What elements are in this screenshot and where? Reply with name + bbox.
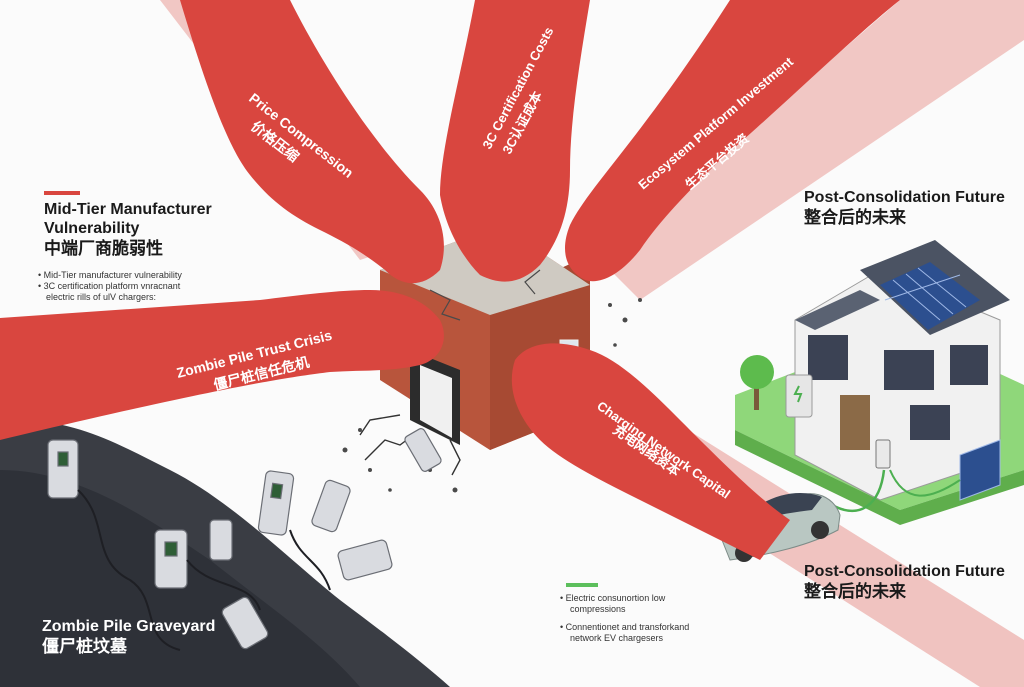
center-bottom-accent-bar [566,583,598,587]
ground-solar-panel [959,439,1001,501]
left-panel-accent-bar [44,191,80,195]
left-panel-title-cn: 中端厂商脆弱性 [44,239,163,258]
arm-ecosystem-platform [565,0,900,282]
graveyard-title: Zombie Pile Graveyard [42,618,216,635]
red-arms [0,0,900,560]
left-panel-title-line2: Vulnerability [44,220,140,237]
left-panel-title-line1: Mid-Tier Manufacturer [44,201,212,218]
band-top-right [600,0,1024,300]
right-bottom-title-cn: 整合后的未来 [804,582,906,601]
left-panel-bullet-2-cont: electric rills of ulV chargers: [46,292,157,302]
house [785,240,1010,501]
debris [342,298,642,493]
charging-cable [831,469,886,512]
graveyard-title-cn: 僵尸桩坟墓 [42,637,127,656]
solar-cable [889,469,961,497]
left-panel-bullet-1: • Mid-Tier manufacturer vulnerability [38,270,182,280]
center-bottom-bullet-1-cont: compressions [570,604,626,614]
left-panel-bullet-2: • 3C certification platform vnracnant [38,281,181,291]
right-top-title: Post-Consolidation Future [804,189,1005,206]
broken-chargers [47,428,442,650]
arm-charging-network [511,343,790,560]
right-bottom-title: Post-Consolidation Future [804,563,1005,580]
arm-3c-certification [440,0,590,282]
arm-price-compression [180,0,444,284]
center-bottom-bullet-2: • Connentionet and transforkand [560,622,690,632]
lawn-edge [735,430,1024,525]
tree-canopy [740,355,774,389]
center-bottom-bullet-1: • Electric consunortion low [560,593,666,603]
tangled-cables [77,489,331,651]
center-bottom-bullet-2-cont: network EV chargesers [570,633,664,643]
tree-trunk [754,380,759,410]
right-top-title-cn: 整合后的未来 [804,208,906,227]
home-charger [875,439,891,469]
arm-zombie-pile-trust [0,290,444,440]
